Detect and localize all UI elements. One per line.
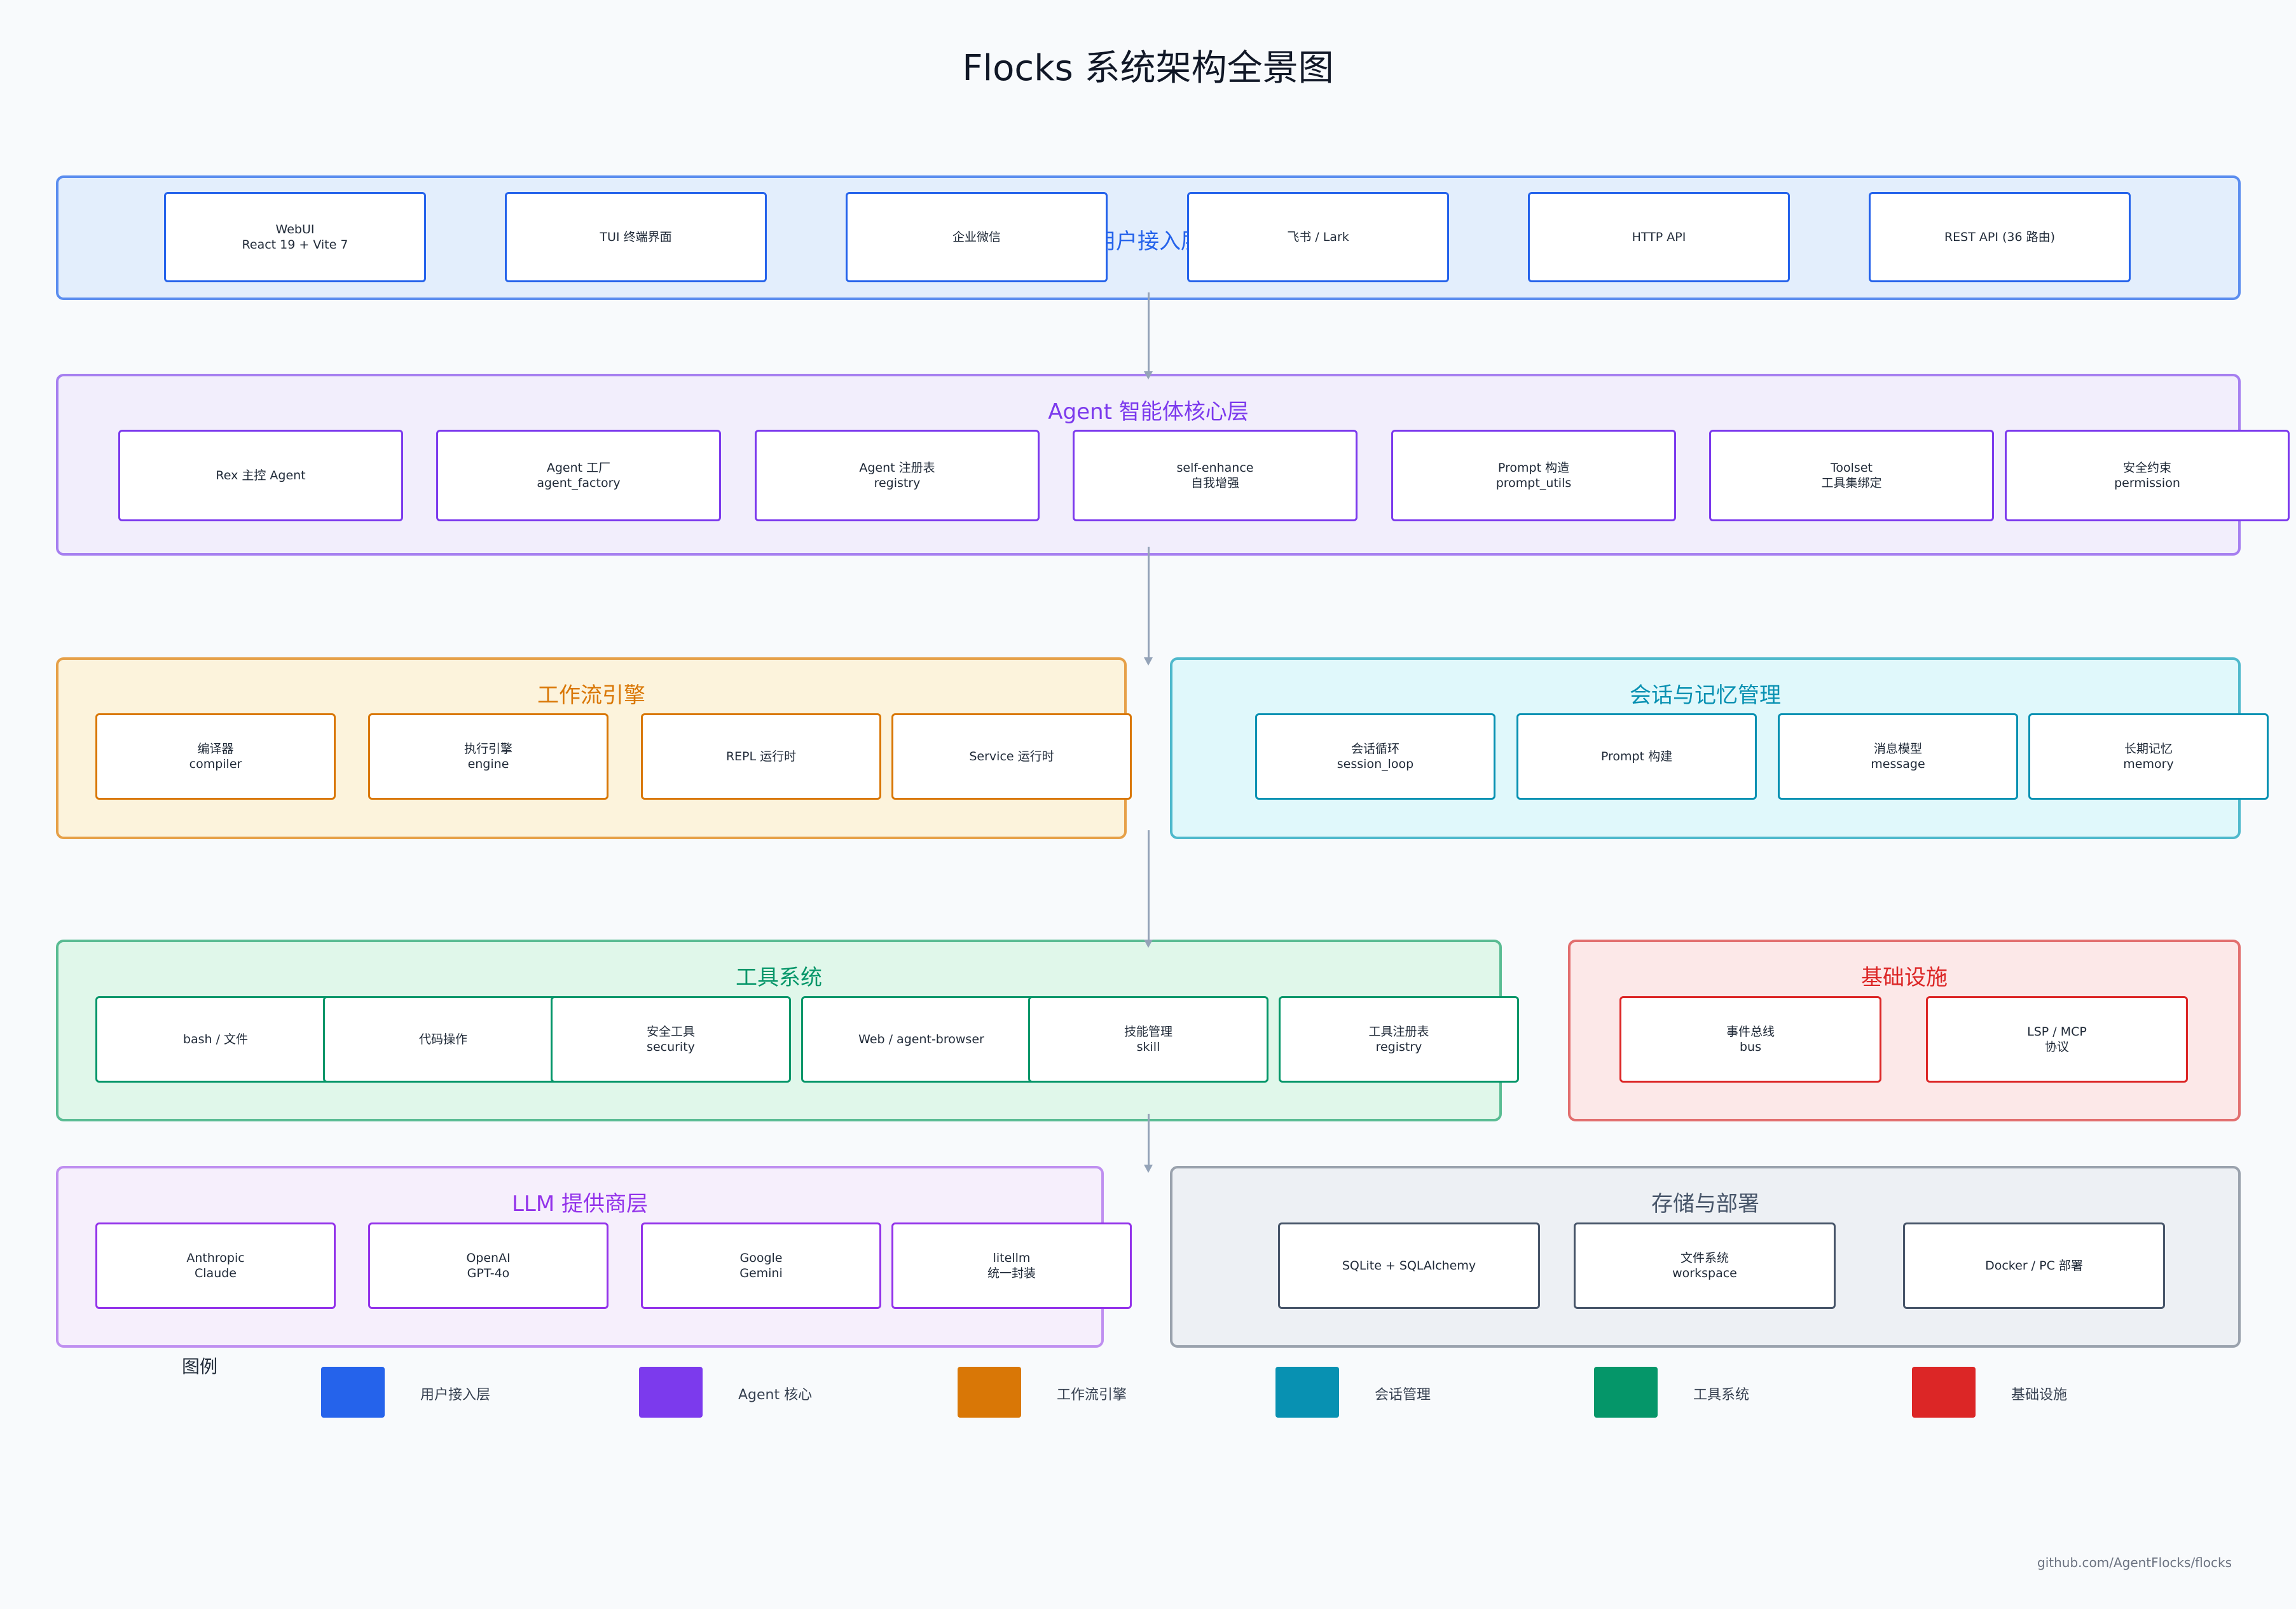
agent-component-6: Toolset 工具集绑定 [1709,430,1994,521]
llm-component-3: Google Gemini [641,1222,881,1309]
legend-swatch-2 [639,1367,703,1418]
tools-component-6: 工具注册表 registry [1279,996,1519,1083]
user-component-3: 企业微信 [846,192,1108,282]
arrowhead-workflow-tools [1144,940,1153,948]
connector-user-agent [1148,292,1150,374]
tools-component-2: 代码操作 [323,996,563,1083]
llm-component-2: OpenAI GPT-4o [368,1222,608,1309]
workflow-component-3: REPL 运行时 [641,713,881,800]
session-component-3: 消息模型 message [1778,713,2018,800]
legend-label-4: 会话管理 [1375,1387,1431,1403]
legend-label-2: Agent 核心 [738,1387,813,1403]
connector-workflow-tools [1148,830,1150,942]
legend-swatch-4 [1275,1367,1339,1418]
arrowhead-user-agent [1144,371,1153,380]
llm-component-1: Anthropic Claude [95,1222,336,1309]
session-component-4: 长期记忆 memory [2028,713,2269,800]
tools-component-1: bash / 文件 [95,996,336,1083]
workflow-component-1: 编译器 compiler [95,713,336,800]
diagram-title: Flocks 系统架构全景图 [962,48,1334,89]
session-component-1: 会话循环 session_loop [1255,713,1495,800]
legend-label-3: 工作流引擎 [1057,1387,1127,1403]
legend-label-1: 用户接入层 [420,1387,491,1403]
agent-component-4: self-enhance 自我增强 [1073,430,1358,521]
storage-component-2: 文件系统 workspace [1574,1222,1836,1309]
legend-swatch-3 [958,1367,1021,1418]
user-component-6: REST API (36 路由) [1869,192,2131,282]
layer-infra-title: 基础设施 [1861,965,1948,990]
agent-component-1: Rex 主控 Agent [118,430,403,521]
layer-tools-title: 工具系统 [736,965,822,990]
layer-storage-title: 存储与部署 [1651,1191,1759,1217]
user-component-2: TUI 终端界面 [505,192,767,282]
infra-component-1: 事件总线 bus [1619,996,1881,1083]
connector-agent-workflow [1148,547,1150,660]
legend-swatch-5 [1594,1367,1658,1418]
legend-title: 图例 [182,1356,218,1377]
session-component-2: Prompt 构建 [1516,713,1757,800]
user-component-5: HTTP API [1528,192,1790,282]
workflow-component-4: Service 运行时 [891,713,1132,800]
llm-component-4: litellm 统一封装 [891,1222,1132,1309]
layer-workflow-title: 工作流引擎 [537,683,645,708]
layer-session-title: 会话与记忆管理 [1630,683,1781,708]
agent-component-3: Agent 注册表 registry [755,430,1040,521]
footer-link[interactable]: github.com/AgentFlocks/flocks [2037,1555,2232,1570]
arrowhead-tools-llm [1144,1165,1153,1173]
legend-swatch-1 [321,1367,385,1418]
connector-tools-llm [1148,1114,1150,1165]
legend-label-6: 基础设施 [2011,1387,2068,1403]
agent-component-7: 安全约束 permission [2005,430,2290,521]
agent-component-5: Prompt 构造 prompt_utils [1391,430,1676,521]
tools-component-4: Web / agent-browser [801,996,1041,1083]
user-component-1: WebUI React 19 + Vite 7 [164,192,426,282]
arrowhead-agent-workflow [1144,657,1153,666]
storage-component-3: Docker / PC 部署 [1903,1222,2165,1309]
user-component-4: 飞书 / Lark [1187,192,1449,282]
tools-component-5: 技能管理 skill [1028,996,1268,1083]
agent-component-2: Agent 工厂 agent_factory [436,430,721,521]
workflow-component-2: 执行引擎 engine [368,713,608,800]
legend-swatch-6 [1912,1367,1976,1418]
tools-component-3: 安全工具 security [551,996,791,1083]
legend-label-5: 工具系统 [1693,1387,1750,1403]
layer-agent-title: Agent 智能体核心层 [1048,399,1249,425]
layer-user-title: 用户接入层 [1094,229,1202,254]
storage-component-1: SQLite + SQLAlchemy [1278,1222,1540,1309]
infra-component-2: LSP / MCP 协议 [1926,996,2188,1083]
layer-llm-title: LLM 提供商层 [511,1191,649,1217]
